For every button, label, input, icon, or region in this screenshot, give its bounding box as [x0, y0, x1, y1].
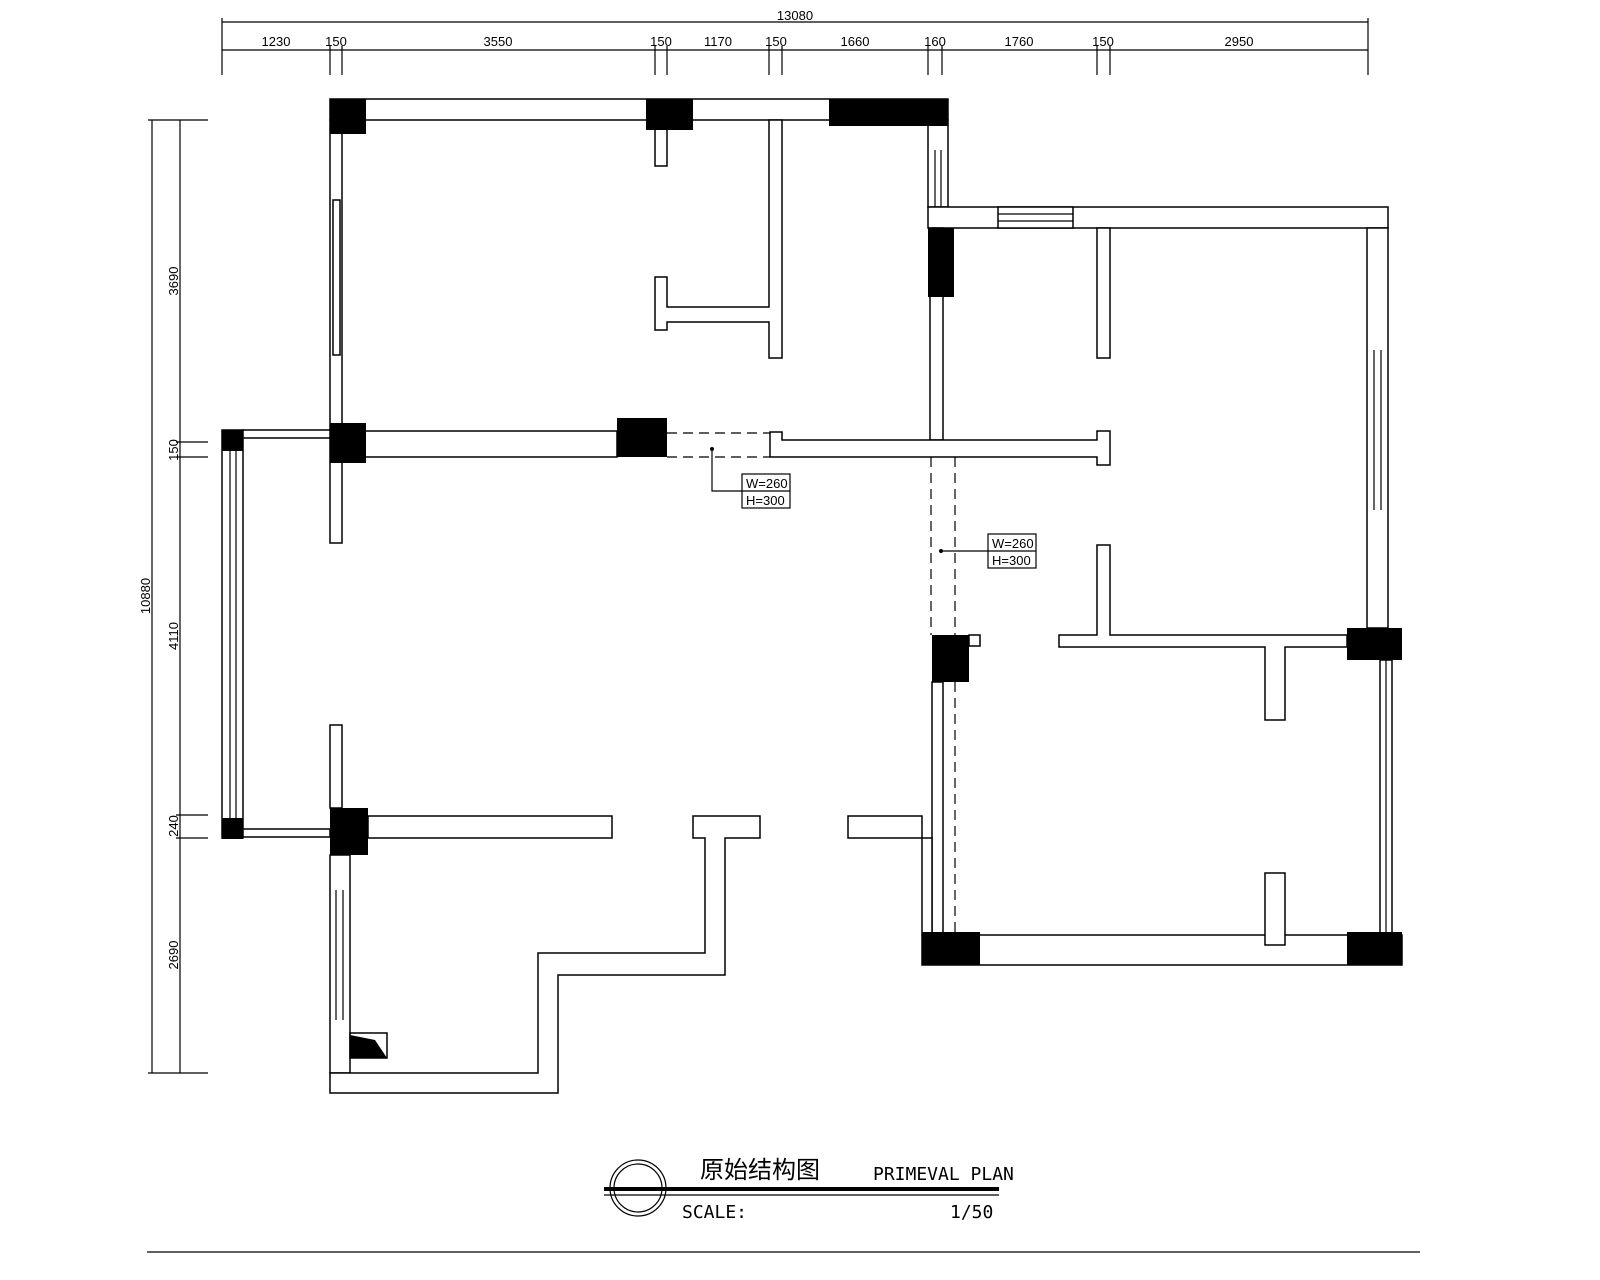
dimension-label: 3690 [166, 267, 181, 296]
dimension-label: 150 [325, 34, 347, 49]
walls [221, 98, 1403, 1094]
dimension-label: 150 [166, 439, 181, 461]
drawing-title-english: PRIMEVAL PLAN [873, 1164, 1014, 1185]
opening-annotation: W=260 H=300 [939, 533, 1037, 569]
dimension-label: 150 [765, 34, 787, 49]
dimension-label: 150 [650, 34, 672, 49]
opening-width: W=260 [746, 476, 788, 491]
dimension-label: 2690 [166, 941, 181, 970]
dimension-label: 1170 [704, 34, 732, 49]
dimension-label: 240 [166, 815, 181, 837]
dimension-label: 2950 [1225, 34, 1254, 49]
opening-height: H=300 [746, 493, 785, 508]
title-block: 原始结构图 PRIMEVAL PLAN SCALE: 1/50 [147, 1156, 1420, 1253]
drawing-title-chinese: 原始结构图 [700, 1156, 820, 1184]
opening-annotation: W=260 H=300 [710, 447, 791, 509]
top-dimension-chain: 13080 1230 150 3550 150 1170 150 1660 16… [221, 8, 1369, 75]
left-dimension-chain: 10880 3690 150 4110 240 2690 [138, 119, 208, 1074]
dimension-label: 1230 [262, 34, 291, 49]
dimension-label: 1760 [1005, 34, 1034, 49]
dimension-label: 3550 [484, 34, 513, 49]
dimension-label: 4110 [166, 622, 181, 650]
dimension-label: 150 [1092, 34, 1114, 49]
scale-value: 1/50 [950, 1202, 993, 1223]
scale-label: SCALE: [682, 1202, 747, 1223]
opening-height: H=300 [992, 553, 1031, 568]
dimension-label: 160 [924, 34, 946, 49]
dimension-total-width: 13080 [777, 8, 813, 23]
dimension-label: 1660 [841, 34, 870, 49]
opening-width: W=260 [992, 536, 1034, 551]
dimension-total-height: 10880 [138, 578, 153, 614]
structural-columns [222, 99, 1402, 965]
